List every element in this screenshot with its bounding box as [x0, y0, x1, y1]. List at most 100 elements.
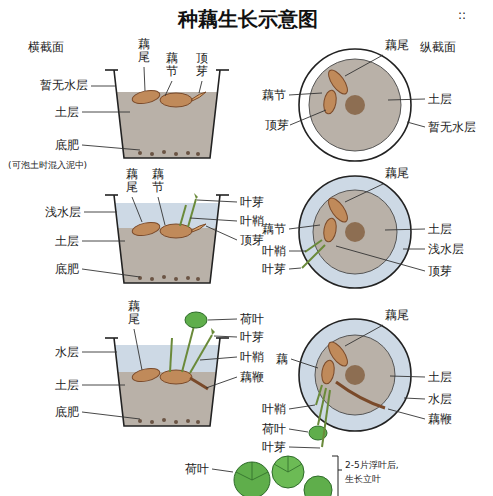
drawing-part — [82, 352, 117, 353]
part-label: 藕尾 — [138, 38, 150, 64]
drawing-part — [206, 377, 237, 388]
drawing-part — [131, 220, 161, 238]
drawing-part — [385, 229, 425, 230]
drawing-part — [208, 319, 237, 320]
drawing-part — [182, 326, 194, 372]
drawing-part — [199, 81, 202, 93]
drawing-part — [214, 336, 237, 337]
drawing-part — [206, 226, 237, 240]
lotus-leaves — [234, 456, 342, 496]
part-label: 底肥 — [55, 405, 79, 421]
part-label: 生长立叶 — [345, 474, 381, 486]
drawing-part — [403, 249, 425, 250]
drawing-part — [404, 398, 425, 399]
drawing-part — [318, 388, 326, 425]
drawing-part — [138, 275, 200, 281]
drawing-part — [115, 345, 219, 426]
drawing-part — [194, 193, 198, 199]
part-label: 藕尾 — [385, 38, 409, 54]
drawing-part — [132, 197, 142, 222]
drawing-part — [82, 241, 125, 242]
topview-row1 — [299, 49, 411, 161]
drawing-part — [236, 456, 302, 480]
drawing-part — [192, 224, 206, 232]
part-label: :: — [458, 8, 466, 24]
part-label: 2-5片浮叶后, — [345, 460, 399, 472]
drawing-part — [105, 338, 229, 426]
part-label: 荷叶 — [262, 422, 286, 438]
drawing-part — [345, 365, 365, 385]
drawing-part — [82, 385, 125, 386]
drawing-part — [160, 93, 192, 107]
part-label: 纵截面 — [420, 40, 456, 56]
part-label: 藕节 — [152, 168, 164, 194]
drawing-part — [407, 122, 425, 127]
drawing-part — [302, 245, 325, 268]
part-label: 土层 — [428, 222, 452, 238]
drawing-part — [388, 99, 425, 100]
drawing-part — [388, 409, 425, 419]
part-label: 藕尾 — [128, 300, 140, 326]
drawing-part — [138, 150, 200, 156]
drawing-part — [117, 92, 218, 158]
pot-row1 — [105, 70, 229, 158]
part-label: 浅水层 — [428, 242, 464, 258]
drawing-part — [190, 335, 212, 373]
part-label: 叶鞘 — [262, 244, 286, 260]
drawing-part — [299, 176, 411, 288]
part-label: 藕尾 — [385, 308, 409, 324]
part-label: 叶鞘 — [240, 214, 264, 230]
pot-row3 — [105, 326, 229, 426]
drawing-part — [345, 184, 383, 202]
part-label: 顶芽 — [428, 264, 452, 280]
drawing-part — [200, 357, 237, 360]
part-label: 荷叶 — [185, 462, 209, 478]
part-label: (可泡土时混入泥中) — [8, 160, 87, 172]
drawing-part — [345, 55, 383, 76]
drawing-part — [320, 359, 336, 385]
drawing-part — [165, 81, 172, 96]
drawing-part — [289, 225, 320, 229]
drawing-part — [105, 70, 229, 158]
part-label: 水层 — [55, 345, 79, 361]
part-label: 藕尾 — [385, 166, 409, 182]
drawing-part — [390, 376, 425, 377]
diagram-title: 种藕生长示意图 — [178, 6, 318, 32]
part-label: 藕 — [276, 352, 288, 368]
part-label: 藕节 — [262, 222, 286, 238]
part-label: 土层 — [428, 92, 452, 108]
drawing-part — [299, 49, 411, 161]
drawing-part — [316, 385, 322, 405]
part-label: 水层 — [428, 392, 452, 408]
leader-lines — [82, 55, 425, 472]
topview-row3 — [299, 319, 411, 447]
part-label: 暂无水层 — [428, 120, 476, 136]
part-label: 叶鞘 — [262, 402, 286, 418]
drawing-part — [160, 224, 192, 238]
drawing-part — [336, 246, 425, 271]
part-label: 叶芽 — [262, 262, 286, 278]
topview-row2 — [299, 176, 411, 288]
drawing-part — [345, 95, 365, 115]
drawing-part — [192, 92, 206, 101]
drawing-part — [82, 145, 140, 150]
part-label: 叶芽 — [240, 195, 264, 211]
part-label: 藕尾 — [126, 168, 138, 194]
drawing-part — [212, 469, 233, 472]
drawing-part — [84, 212, 117, 213]
drawing-part — [289, 447, 320, 448]
drawing-part — [299, 319, 411, 431]
drawing-part — [289, 429, 308, 432]
drawing-part — [289, 93, 322, 95]
drawing-part — [138, 418, 200, 424]
part-label: 土层 — [55, 105, 79, 121]
drawing-part — [180, 205, 186, 226]
drawing-part — [345, 325, 383, 346]
part-label: 底肥 — [55, 262, 79, 278]
drawing-part — [170, 338, 172, 372]
drawing-part — [211, 328, 215, 335]
drawing-part — [158, 197, 165, 225]
drawing-part — [291, 359, 318, 368]
drawing-part — [190, 378, 208, 389]
drawing-part — [315, 335, 395, 415]
